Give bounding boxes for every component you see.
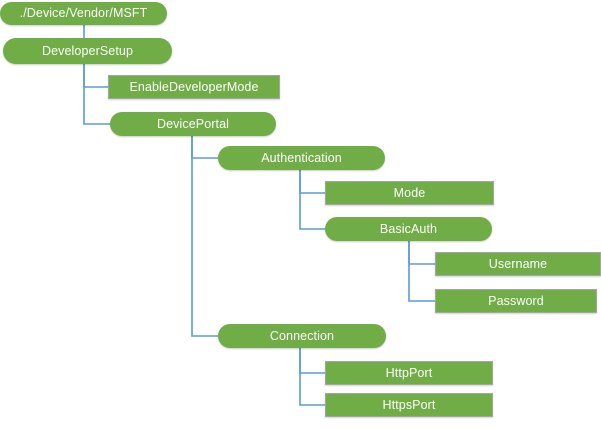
tree-node-label: EnableDeveloperMode: [129, 79, 259, 94]
tree-connector: [299, 170, 325, 194]
tree-connector: [191, 136, 218, 159]
tree-connector: [191, 136, 218, 337]
tree-node-label: Mode: [393, 185, 426, 200]
tree-node-label: Password: [488, 293, 544, 308]
tree-node-label: HttpsPort: [382, 397, 436, 412]
tree-node-label: BasicAuth: [379, 221, 438, 236]
tree-node-label: Username: [488, 256, 548, 271]
tree-node-label: ./Device/Vendor/MSFT: [19, 6, 148, 21]
tree-node-mode[interactable]: Mode: [325, 181, 494, 205]
tree-connector: [83, 64, 110, 125]
tree-node-password[interactable]: Password: [435, 289, 597, 313]
tree-connector: [299, 170, 325, 230]
tree-node-enabledevelopermode[interactable]: EnableDeveloperMode: [108, 75, 280, 99]
tree-node-label: Authentication: [261, 150, 342, 165]
tree-node-username[interactable]: Username: [435, 252, 601, 276]
tree-node-httpport[interactable]: HttpPort: [325, 361, 493, 385]
tree-node-basicauth[interactable]: BasicAuth: [325, 217, 492, 241]
tree-connector: [299, 348, 325, 406]
tree-node-label: DevicePortal: [156, 116, 230, 131]
tree-node-label: Connection: [269, 328, 335, 343]
tree-node-connection[interactable]: Connection: [218, 324, 386, 348]
tree-connector: [408, 241, 435, 302]
tree-connector: [408, 241, 435, 265]
tree-node-label: HttpPort: [385, 365, 433, 380]
tree-connector: [83, 64, 108, 88]
tree-connector: [299, 348, 325, 374]
tree-node-authentication[interactable]: Authentication: [218, 146, 385, 170]
tree-node-developersetup[interactable]: DeveloperSetup: [3, 38, 172, 64]
tree-node-root[interactable]: ./Device/Vendor/MSFT: [0, 2, 167, 25]
tree-node-label: DeveloperSetup: [41, 43, 134, 58]
tree-node-httpsport[interactable]: HttpsPort: [325, 393, 493, 417]
tree-node-deviceportal[interactable]: DevicePortal: [110, 112, 276, 136]
